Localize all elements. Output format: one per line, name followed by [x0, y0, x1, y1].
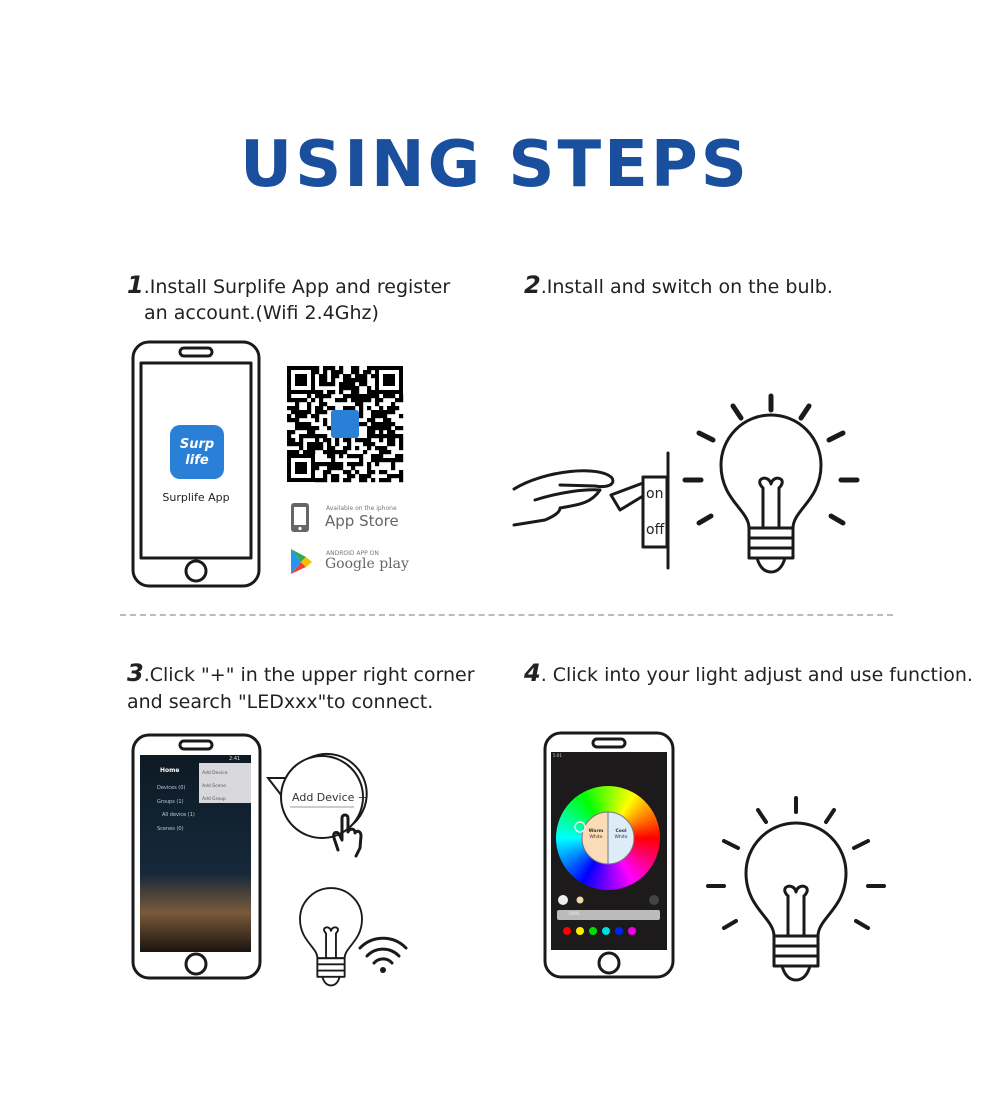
switch-on-label: on	[646, 486, 664, 502]
qr-code	[287, 366, 404, 483]
home-label: Home	[160, 767, 180, 774]
popup-add-scene[interactable]: Add Scene	[202, 784, 226, 789]
add-device-callout[interactable]: Add Device +	[292, 791, 368, 804]
color-swatch[interactable]	[628, 927, 636, 935]
color-swatch[interactable]	[563, 927, 571, 935]
menu-item-all-device[interactable]: All device (1)	[162, 812, 195, 818]
step-number: 2	[524, 271, 541, 299]
add-popup-menu: Add Device Add Scene Add Group	[202, 767, 228, 806]
app-name: Surplife App	[162, 491, 230, 504]
step-number: 3	[127, 659, 144, 687]
step-4-text: 4. Click into your light adjust and use …	[524, 660, 973, 688]
app-store-link[interactable]: App Store	[325, 512, 399, 530]
color-swatch[interactable]	[615, 927, 623, 935]
step-number: 1	[127, 271, 144, 299]
menu-item-devices[interactable]: Devices (0)	[157, 785, 186, 791]
qr-app-logo	[331, 410, 359, 438]
step-number: 4	[524, 659, 541, 687]
step-2-text: 2.Install and switch on the bulb.	[524, 272, 833, 300]
color-swatch[interactable]	[576, 927, 584, 935]
google-play-icon	[291, 549, 312, 574]
device-menu: Devices (0) Groups (1) All device (1) Sc…	[157, 782, 195, 836]
page-title: USING STEPS	[240, 128, 750, 202]
status-time: 2:41	[229, 756, 241, 762]
popup-add-device[interactable]: Add Device	[202, 771, 228, 776]
step-text: .Install and switch on the bulb.	[540, 276, 833, 298]
step-3-text: 3.Click "+" in the upper right corner an…	[127, 660, 475, 716]
google-play-link[interactable]: Google play	[325, 556, 409, 572]
step-text: an account.(Wifi 2.4Ghz)	[144, 302, 379, 324]
switch-off-label: off	[646, 522, 665, 538]
section-divider	[120, 614, 893, 616]
iphone-icon	[291, 503, 309, 532]
status-time: 5:01	[553, 753, 562, 758]
step-text: .Install Surplife App and register	[143, 276, 451, 298]
popup-add-group[interactable]: Add Group	[202, 797, 226, 802]
surplife-app-icon[interactable]: Surp life	[170, 425, 224, 479]
app-store-caption: Available on the iphone	[326, 505, 397, 512]
color-swatch[interactable]	[602, 927, 610, 935]
step-text: .Click "+" in the upper right corner	[143, 664, 475, 686]
brightness-value[interactable]: 100%	[568, 911, 580, 916]
google-play-caption: ANDROID APP ON	[326, 550, 379, 557]
step-1-text: 1.Install Surplife App and register an a…	[127, 272, 450, 326]
menu-item-groups[interactable]: Groups (1)	[157, 798, 184, 805]
step-text: . Click into your light adjust and use f…	[540, 664, 973, 686]
color-swatch[interactable]	[589, 927, 597, 935]
step-text: and search "LEDxxx"to connect.	[127, 691, 434, 713]
menu-item-scenes[interactable]: Scenes (0)	[157, 825, 184, 832]
color-swatches	[563, 927, 636, 935]
